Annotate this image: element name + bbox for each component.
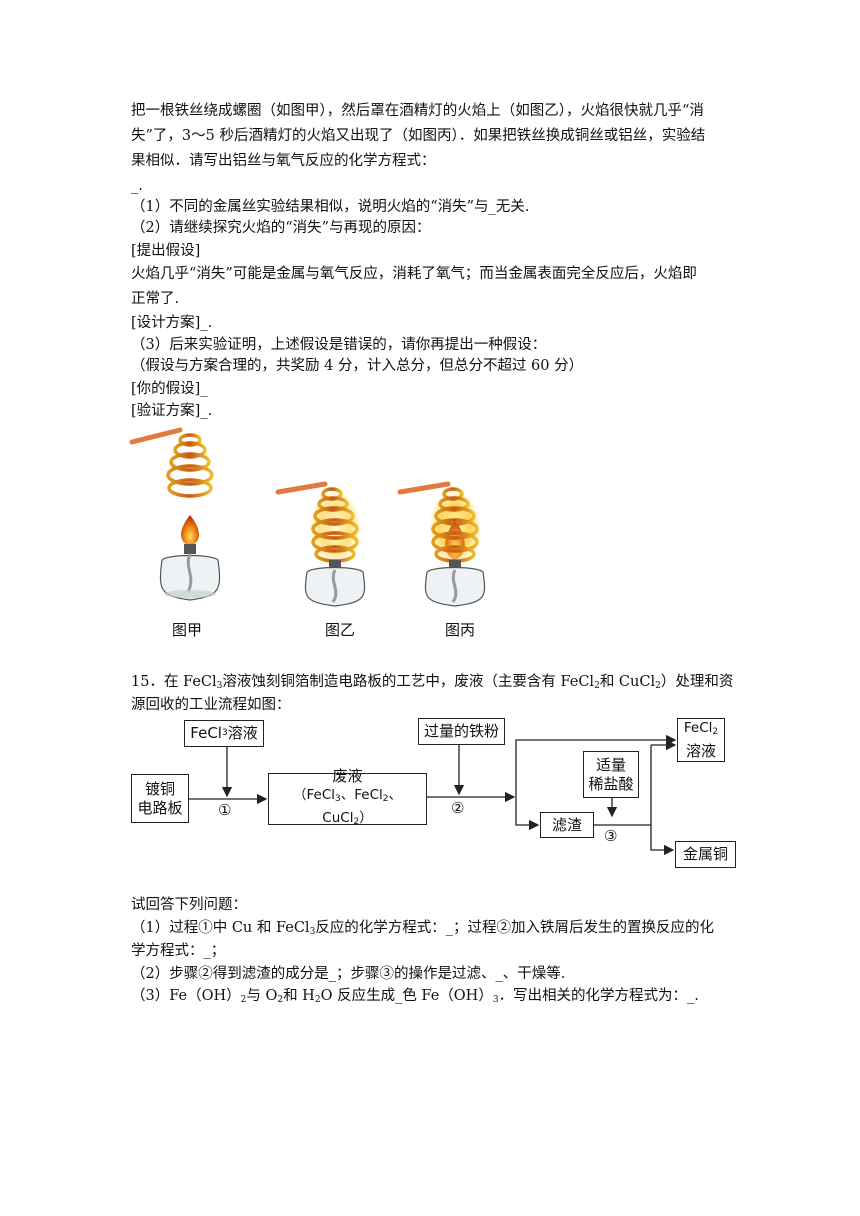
p15-intro-line2: 源回收的工业流程如图： (131, 697, 291, 713)
p14-hyp-label: [提出假设] (131, 243, 201, 259)
lamp-neck-a (184, 544, 196, 554)
figure-b (275, 481, 366, 607)
step1-label: ① (218, 801, 232, 819)
p14-design: [设计方案]_. (131, 315, 213, 331)
p14-line2: 失”了，3～5 秒后酒精灯的火焰又出现了（如图丙）．如果把铁丝换成铜丝或铝丝，实… (131, 128, 706, 144)
p15-q2: （2）步骤②得到滤渣的成分是_；步骤③的操作是过滤、_、干燥等. (131, 966, 566, 982)
copper-board-box: 镀铜电路板 (131, 774, 189, 823)
p14-line1: 把一根铁丝绕成螺圈（如图甲），然后罩在酒精灯的火焰上（如图乙），火焰很快就几乎“… (131, 103, 704, 119)
iron-powder-box: 过量的铁粉 (418, 718, 505, 745)
lamp-figures (129, 427, 486, 607)
p14-q2: （2）请继续探究火焰的“消失”与再现的原因： (131, 220, 431, 236)
flame-a (181, 515, 199, 546)
p14-line3: 果相似．请写出铝丝与氧气反应的化学方程式： (131, 153, 436, 169)
dilute-hcl-box: 适量稀盐酸 (583, 751, 639, 798)
waste-liquid-box: 废液 （FeCl3、FeCl2、CuCl2） (268, 767, 427, 827)
figure-c (397, 481, 486, 607)
p14-hyp-line1: 火焰几乎“消失”可能是金属与氧气反应，消耗了氧气；而当金属表面完全反应后，火焰即 (131, 266, 697, 282)
wire-coil-a (166, 433, 214, 498)
p14-your-hyp: [你的假设]_ (131, 381, 208, 397)
residue-box: 滤渣 (540, 812, 594, 838)
p15-q3: （3）Fe（OH）2与 O2和 H2O 反应生成_色 Fe（OH）3．写出相关的… (131, 988, 699, 1005)
p15-intro-line1: 15．在 FeCl3溶液蚀刻铜箔制造电路板的工艺中，废液（主要含有 FeCl2和… (131, 674, 734, 691)
p15-prompt: 试回答下列问题： (131, 897, 247, 913)
p15-q1-line1: （1）过程①中 Cu 和 FeCl3反应的化学方程式：_；过程②加入铁屑后发生的… (131, 920, 715, 937)
metal-copper-box: 金属铜 (675, 841, 736, 868)
caption-a: 图甲 (172, 621, 203, 639)
wire-handle-a (129, 427, 183, 445)
p14-q3-note: （假设与方案合理的，共奖励 4 分，计入总分，但总分不超过 60 分） (131, 358, 584, 374)
lamp-neck-c (449, 560, 461, 570)
caption-b: 图乙 (325, 621, 356, 639)
p14-verify: [验证方案]_. (131, 403, 213, 419)
step3-label: ③ (604, 827, 618, 845)
caption-c: 图丙 (445, 621, 476, 639)
p14-blank: _. (131, 178, 143, 194)
figure-a (129, 427, 221, 601)
p14-hyp-line2: 正常了. (131, 291, 180, 307)
p15-q1-line2: 学方程式：_； (131, 943, 226, 959)
wire-handle-c (397, 481, 451, 495)
lamp-neck-b (329, 560, 341, 570)
step2-label: ② (451, 799, 465, 817)
p14-q3: （3）后来实验证明，上述假设是错误的，请你再提出一种假设： (131, 337, 547, 353)
wire-handle-b (275, 481, 328, 495)
p14-q1: （1）不同的金属丝实验结果相似，说明火焰的“消失”与_无关. (131, 199, 530, 215)
